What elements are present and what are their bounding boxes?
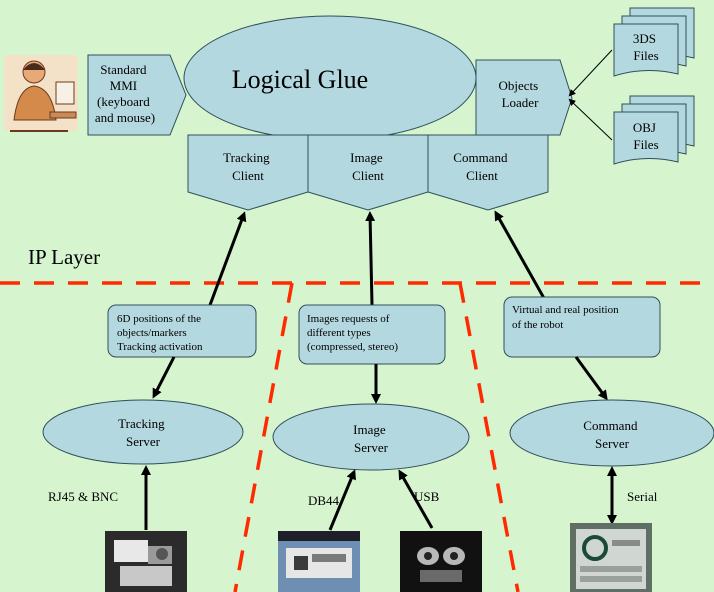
robot-controller-photo bbox=[570, 523, 652, 592]
user-at-computer-icon bbox=[4, 55, 78, 132]
image-server-text: Image Server bbox=[353, 422, 389, 455]
tracking-client-text: Tracking Client bbox=[223, 150, 273, 183]
image-client-text: Image Client bbox=[350, 150, 386, 183]
db44-device-photo bbox=[278, 531, 360, 592]
tracking-note-to-client-arrow bbox=[208, 211, 247, 306]
command-client-box bbox=[427, 134, 549, 211]
rj45-label: RJ45 & BNC bbox=[48, 489, 118, 504]
db44-label: DB44 bbox=[308, 493, 340, 508]
image-note-box bbox=[298, 304, 446, 365]
image-server-ellipse bbox=[272, 403, 470, 471]
image-note-text: Images requests of different types (comp… bbox=[307, 313, 398, 353]
objects-loader-box bbox=[475, 59, 573, 136]
image-note-to-client-arrow bbox=[365, 211, 376, 306]
command-note-text: Virtual and real position of the robot bbox=[512, 304, 621, 331]
command-note-to-server-arrow bbox=[574, 356, 608, 401]
tracking-server-ellipse bbox=[42, 399, 244, 465]
divider-left bbox=[233, 282, 294, 592]
3ds-files-text: 3DS Files bbox=[633, 31, 659, 63]
obj-files-stack bbox=[613, 95, 695, 165]
serial-label: Serial bbox=[627, 489, 658, 504]
tracking-camera-photo bbox=[105, 531, 187, 592]
tracking-note-box bbox=[107, 304, 257, 358]
command-note-to-client-arrow bbox=[494, 210, 547, 301]
usb-stereo-camera-photo bbox=[400, 531, 482, 592]
tracking-note-text: 6D positions of the objects/markers Trac… bbox=[117, 313, 204, 353]
usb-label: USB bbox=[414, 489, 440, 504]
command-server-ellipse bbox=[509, 399, 714, 467]
db44-link-arrow bbox=[328, 469, 356, 531]
3ds-files-stack bbox=[613, 7, 695, 77]
command-client-text: Command Client bbox=[453, 150, 510, 183]
tracking-server-text: Tracking Server bbox=[118, 416, 168, 449]
divider-right bbox=[458, 282, 520, 592]
obj-files-text: OBJ Files bbox=[633, 120, 659, 152]
tracking-client-box bbox=[187, 134, 309, 211]
logical-glue-title: Logical Glue bbox=[232, 65, 368, 94]
mmi-text: Standard MMI (keyboard and mouse) bbox=[95, 62, 155, 125]
tracking-note-to-server-arrow bbox=[152, 356, 176, 399]
usb-link-arrow bbox=[398, 469, 434, 529]
command-note-box bbox=[503, 296, 661, 358]
image-client-box bbox=[307, 134, 429, 211]
3ds-to-loader-arrow bbox=[568, 49, 613, 97]
ip-layer-label: IP Layer bbox=[28, 245, 100, 269]
standard-mmi-box bbox=[87, 54, 187, 136]
command-server-text: Command Server bbox=[583, 418, 640, 451]
objects-loader-text: Objects Loader bbox=[499, 78, 542, 110]
obj-to-loader-arrow bbox=[568, 98, 613, 141]
